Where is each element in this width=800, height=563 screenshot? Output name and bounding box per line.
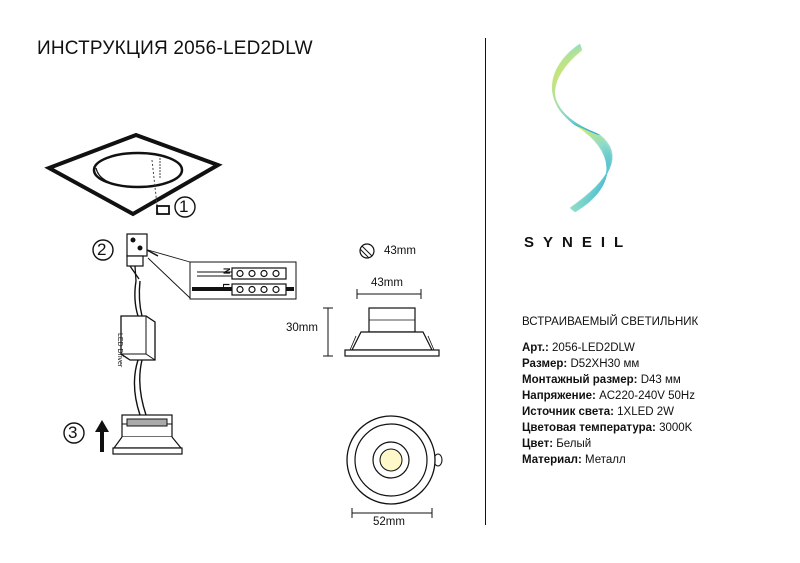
step-3-label: 3 <box>68 423 78 442</box>
spec-label: Цветовая температура: <box>522 422 656 434</box>
spec-value: Белый <box>556 438 592 450</box>
vertical-divider <box>485 38 486 525</box>
brand-name: SYNEIL <box>524 234 633 251</box>
cutout-size-label: 43mm <box>384 245 416 257</box>
spec-value: Металл <box>584 454 626 466</box>
spec-value: 1XLED 2W <box>617 406 675 418</box>
spec-value: 3000K <box>659 422 693 434</box>
spec-value: D52XH30 мм <box>570 358 640 370</box>
spec-item: Цветовая температура: 3000K <box>522 422 692 434</box>
terminal-block <box>126 233 159 282</box>
spec-label: Размер: <box>522 358 568 370</box>
led-driver-box <box>120 315 156 361</box>
cutout-size-icon <box>359 243 375 259</box>
terminal-detail <box>189 261 297 300</box>
product-heading: ВСТРАИВАЕМЫЙ СВЕТИЛЬНИК <box>522 316 699 328</box>
step-2-marker <box>92 239 114 261</box>
step-3-marker <box>63 422 85 444</box>
lamp-body <box>112 414 183 455</box>
spec-item: Источник света: 1XLED 2W <box>522 406 674 418</box>
document-title: ИНСТРУКЦИЯ 2056-LED2DLW <box>37 38 313 59</box>
lamp-side-view <box>344 307 440 357</box>
spec-label: Арт.: <box>522 342 549 354</box>
spec-label: Напряжение: <box>522 390 596 402</box>
spec-item: Напряжение: AC220-240V 50Hz <box>522 390 695 402</box>
height-label: 30mm <box>286 322 318 334</box>
spec-item: Арт.: 2056-LED2DLW <box>522 342 635 354</box>
spec-label: Цвет: <box>522 438 554 450</box>
spec-value: AC220-240V 50Hz <box>599 390 695 402</box>
spec-label: Материал: <box>522 454 582 466</box>
ceiling-panel <box>44 132 223 217</box>
spec-item: Материал: Металл <box>522 454 626 466</box>
step-1-marker <box>174 196 196 218</box>
diameter-label: 52mm <box>373 516 405 528</box>
spec-item: Размер: D52XH30 мм <box>522 358 639 370</box>
spec-item: Цвет: Белый <box>522 438 591 450</box>
lamp-front-view <box>346 415 443 505</box>
spec-label: Источник света: <box>522 406 614 418</box>
width-dimension-line <box>356 289 422 299</box>
spec-value: 2056-LED2DLW <box>552 342 635 354</box>
diameter-dimension-line <box>351 508 433 518</box>
spec-label: Монтажный размер: <box>522 374 638 386</box>
height-dimension-line <box>323 307 333 357</box>
step-1-label: 1 <box>179 197 189 216</box>
up-arrow-icon <box>95 420 109 452</box>
spec-item: Монтажный размер: D43 мм <box>522 374 681 386</box>
spring-clip-icon <box>156 205 170 215</box>
spec-value: D43 мм <box>640 374 681 386</box>
width-label: 43mm <box>371 277 403 289</box>
step-2-label: 2 <box>97 240 107 259</box>
